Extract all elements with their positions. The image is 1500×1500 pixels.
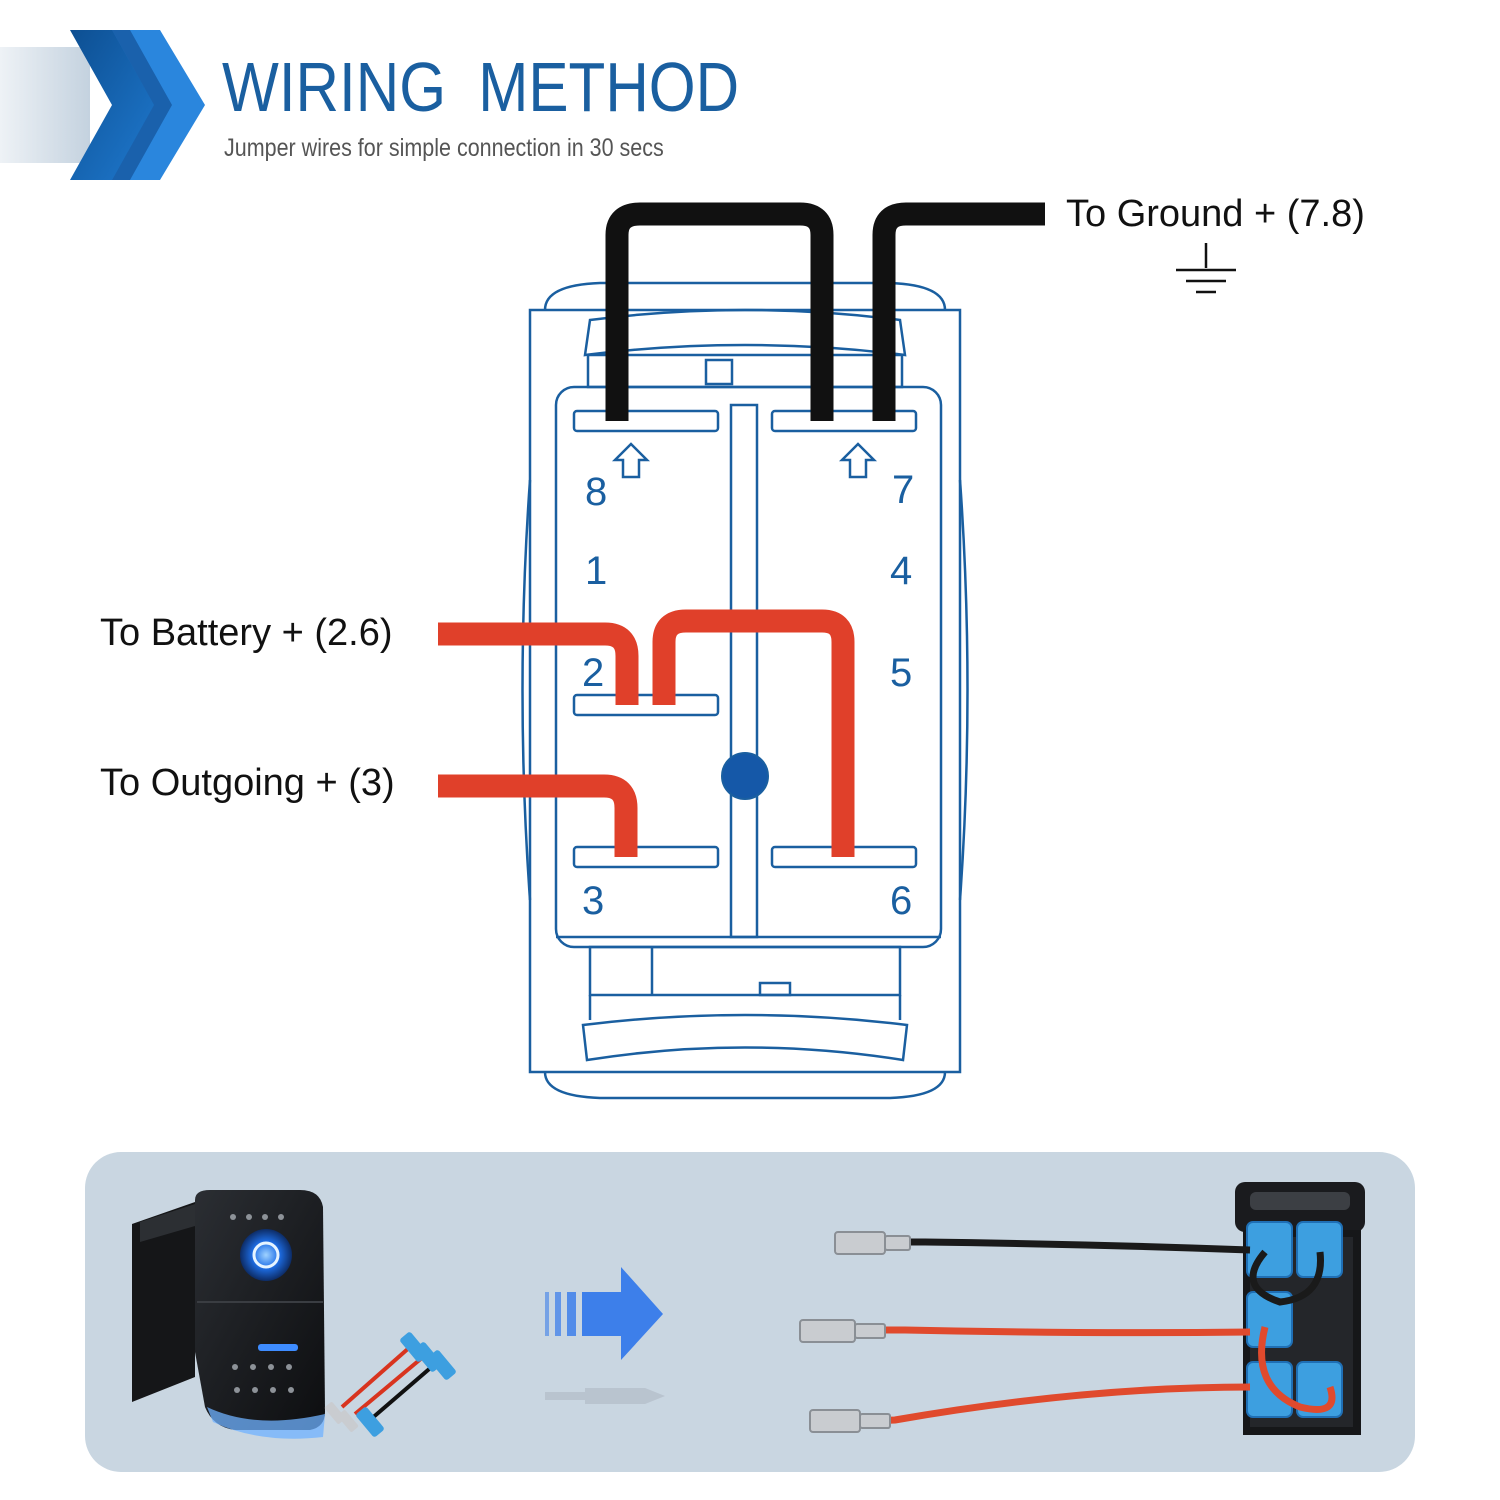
ground-symbol-icon — [1176, 243, 1236, 294]
jumper-wires-image — [324, 1332, 456, 1437]
outgoing-label: To Outgoing + (3) — [100, 762, 395, 804]
pin-4-label: 4 — [890, 549, 912, 593]
pin-8-label: 8 — [585, 470, 607, 514]
arrow-right-icon — [545, 1267, 665, 1404]
product-illustration-panel — [85, 1152, 1415, 1472]
pin-7-label: 7 — [892, 468, 914, 512]
wired-switch-back-image — [799, 1182, 1365, 1435]
power-jumper-wire — [652, 609, 855, 857]
pin-1-label: 1 — [585, 549, 607, 593]
header-chevrons-icon — [0, 30, 205, 180]
pin-2-label: 2 — [582, 651, 604, 695]
switch-wiring-diagram: 8 7 1 4 2 5 3 6 — [438, 202, 1236, 1100]
outgoing-wire — [438, 774, 638, 857]
battery-label: To Battery + (2.6) — [100, 612, 393, 654]
page-title: WIRING METHOD — [222, 48, 740, 126]
ground-jumper-wire — [605, 202, 834, 421]
battery-wire — [438, 622, 639, 705]
rocker-switch-product-image — [132, 1190, 325, 1439]
arrow-up-outline-icon — [611, 442, 651, 479]
page-subtitle: Jumper wires for simple connection in 30… — [224, 134, 664, 162]
switch-body-outline — [521, 281, 969, 1100]
pin-6-label: 6 — [890, 879, 912, 923]
pin-3-label: 3 — [582, 879, 604, 923]
ground-wire — [872, 202, 1045, 421]
pin-5-label: 5 — [890, 651, 912, 695]
center-mounting-dot — [721, 752, 769, 800]
arrow-up-outline-icon — [838, 442, 878, 479]
ground-label: To Ground + (7.8) — [1066, 193, 1365, 235]
